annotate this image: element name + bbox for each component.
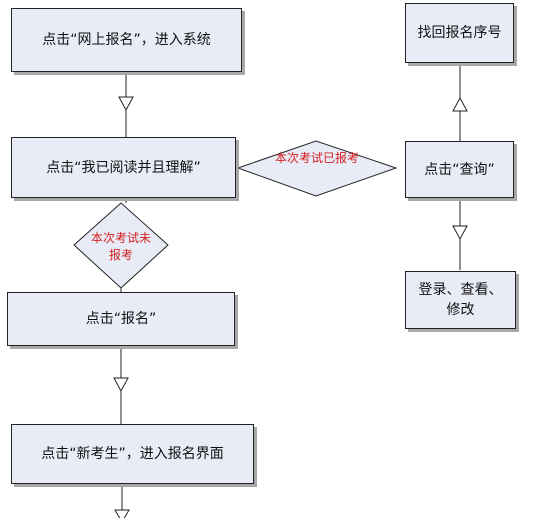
arrow-down-icon [452, 225, 468, 241]
arrow-up-icon [452, 96, 468, 112]
arrow-down-icon [113, 377, 129, 393]
step-click-query: 点击“查询” [405, 141, 514, 198]
decision-label-not-registered: 本次考试未报考 [90, 231, 151, 262]
arrow-down-icon [118, 96, 134, 112]
arrow-down-icon [114, 509, 130, 518]
decision-diamond-not-registered [73, 202, 169, 289]
step-click-read-understood: 点击“我已阅读并且理解” [11, 137, 236, 198]
step-click-new-candidate: 点击“新考生”，进入报名界面 [11, 424, 254, 484]
step-retrieve-number: 找回报名序号 [405, 3, 514, 63]
step-login-view-edit: 登录、查看、修改 [405, 271, 516, 329]
step-click-online-signup: 点击“网上报名”，进入系统 [11, 8, 242, 72]
decision-diamond-already-registered [236, 140, 398, 197]
step-click-signup: 点击“报名” [7, 292, 235, 346]
decision-label-already-registered: 本次考试已报考 [274, 151, 359, 165]
